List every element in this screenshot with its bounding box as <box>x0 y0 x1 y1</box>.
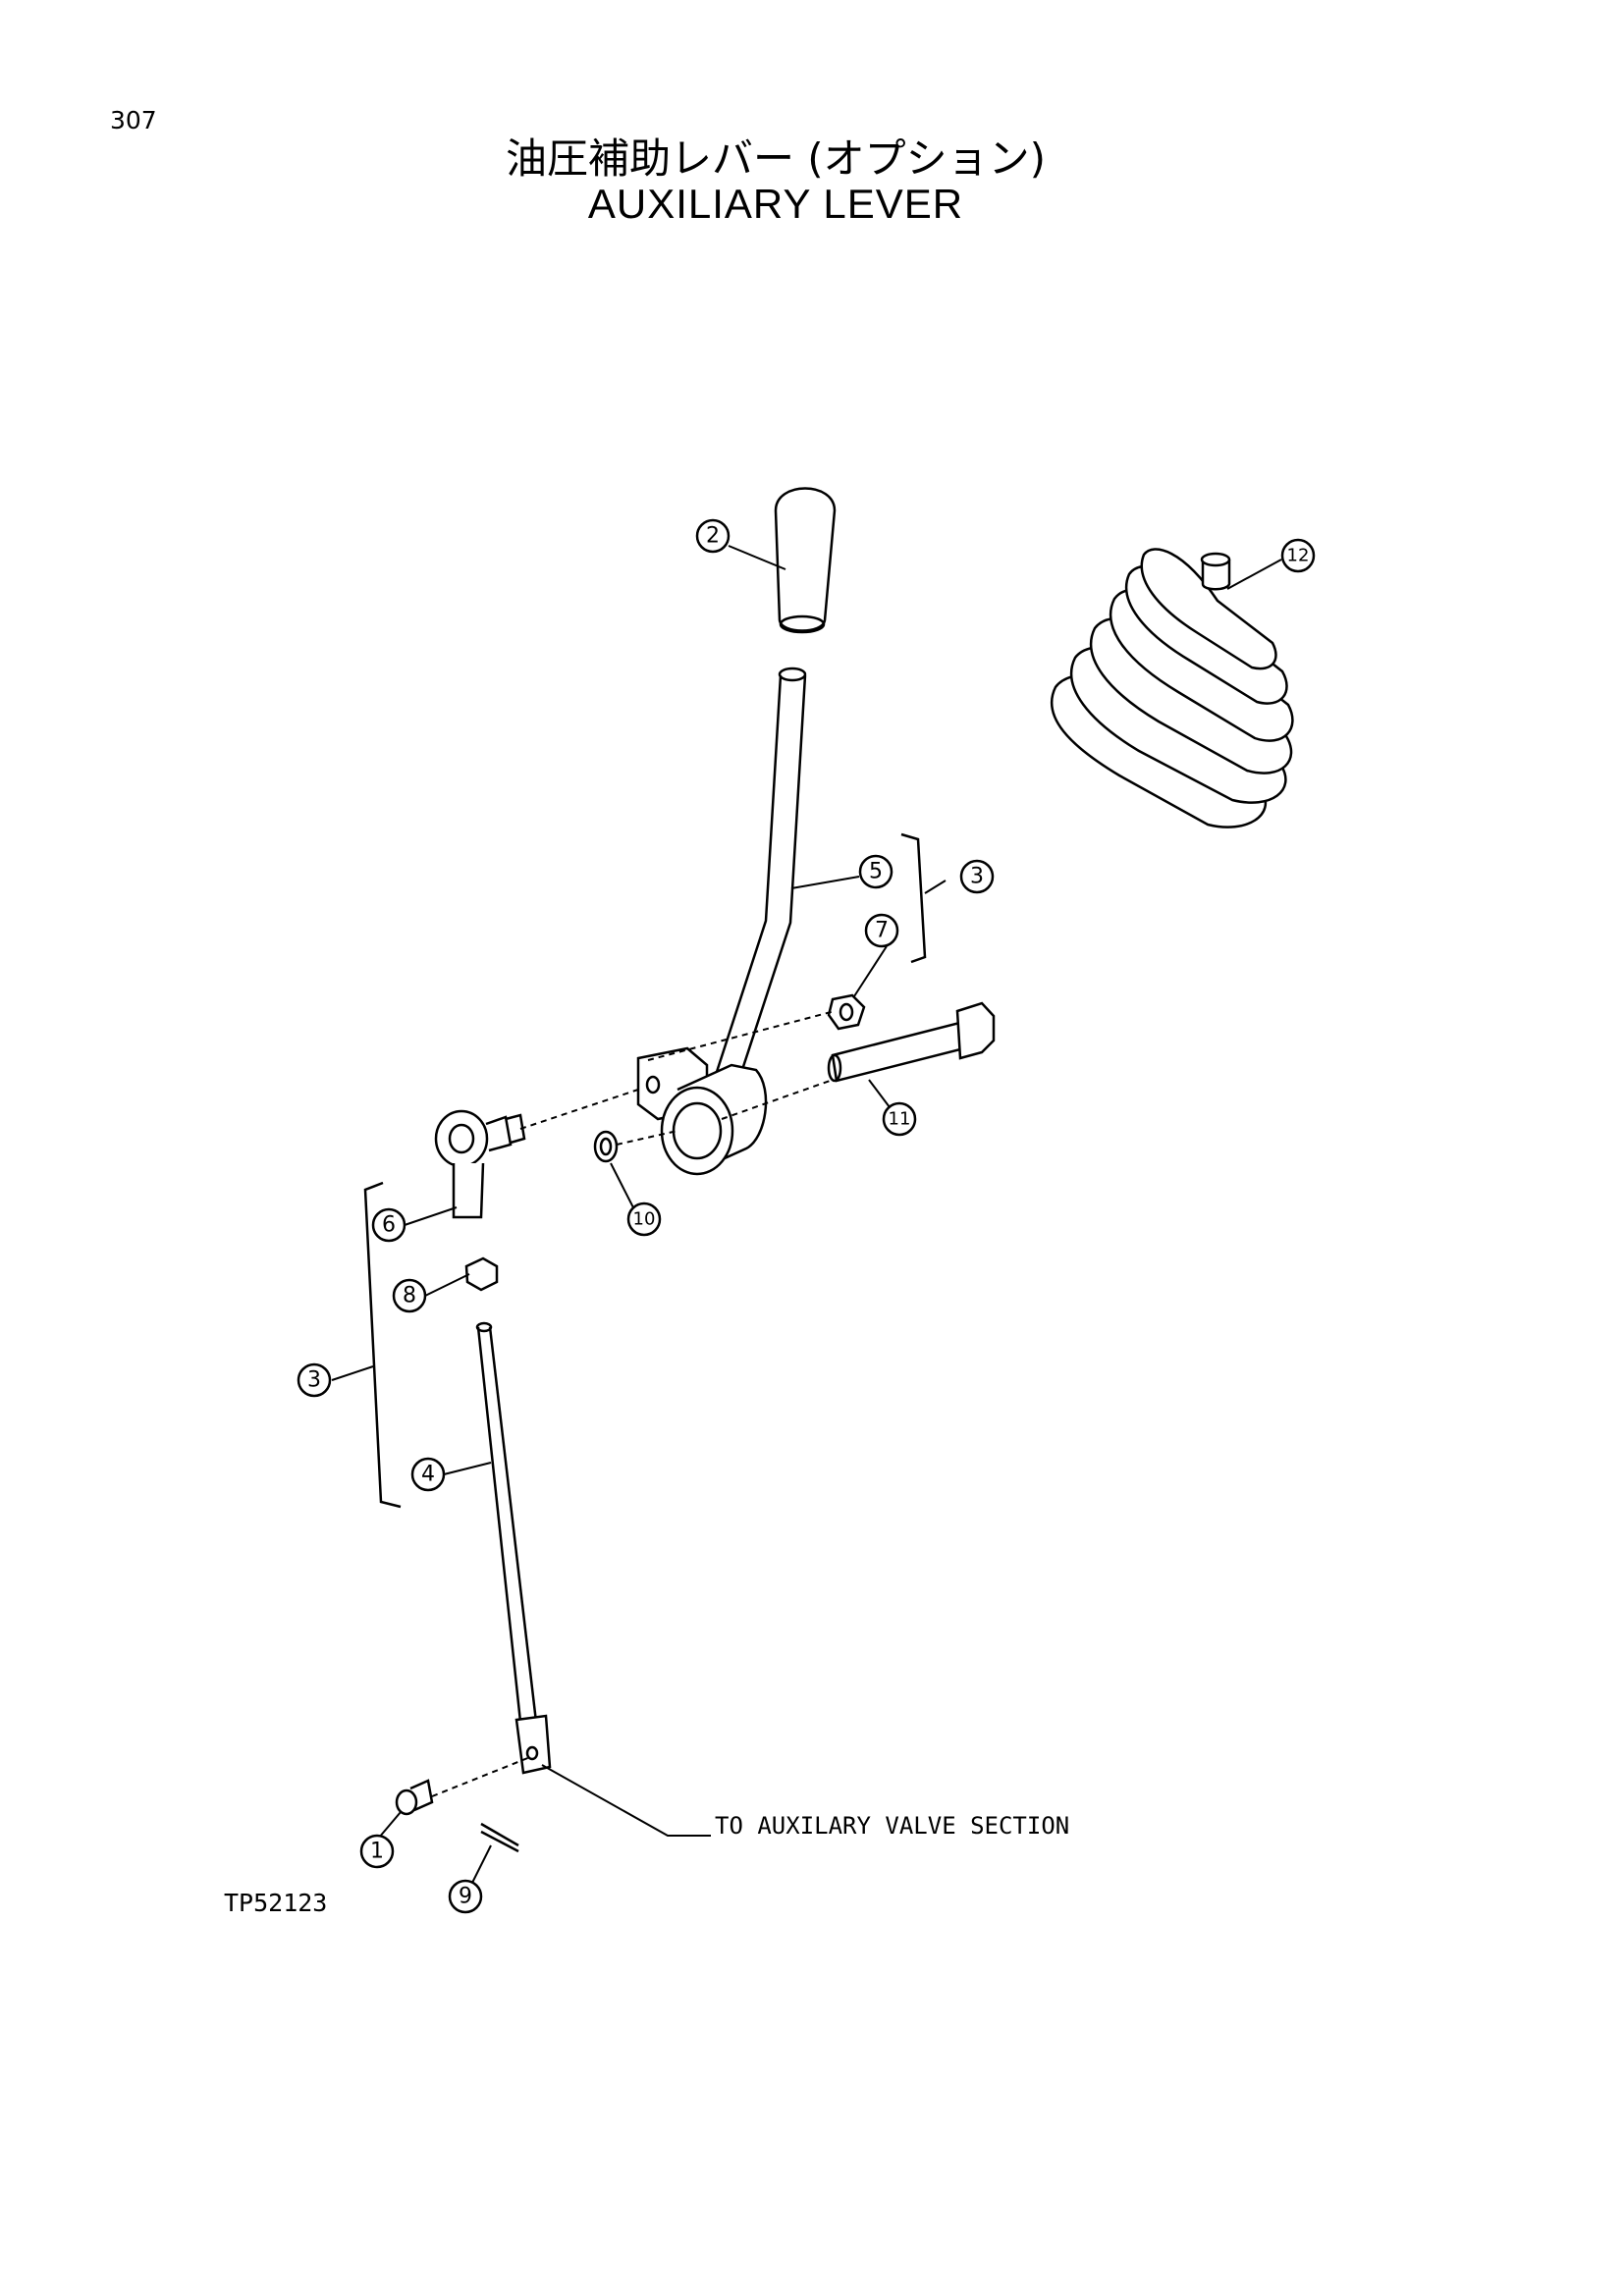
callout-circle-3-left <box>297 1362 332 1398</box>
callout-3-left: 3 <box>307 1368 321 1393</box>
connection-note: TO AUXILARY VALVE SECTION <box>715 1812 1070 1840</box>
bracket-left <box>363 1181 402 1509</box>
callout-11: 11 <box>889 1109 911 1130</box>
lower-rod <box>475 1321 552 1775</box>
callout-3-right: 3 <box>970 865 984 889</box>
callout-circle-7 <box>864 913 899 948</box>
title-japanese: 油圧補助レバー (オプション) <box>505 134 1047 183</box>
title-english: AUXILIARY LEVER <box>587 181 964 227</box>
callout-circle-6 <box>371 1207 406 1243</box>
callout-circle-3-right <box>959 859 995 894</box>
washer <box>593 1130 619 1163</box>
callout-1: 1 <box>370 1840 384 1864</box>
callout-circle-10 <box>626 1201 662 1237</box>
callout-circle-8 <box>392 1278 427 1313</box>
page-number: 307 <box>110 106 157 134</box>
callout-7: 7 <box>875 919 889 943</box>
nut-lower <box>464 1256 499 1292</box>
lever-rod <box>713 667 807 1083</box>
bracket-right <box>900 832 927 964</box>
callout-5: 5 <box>869 860 883 884</box>
callout-10: 10 <box>633 1209 656 1230</box>
nut-upper <box>827 993 866 1031</box>
clevis-pin <box>395 1779 434 1816</box>
rod-end <box>434 1109 526 1219</box>
cotter-pin <box>480 1822 519 1853</box>
callout-2: 2 <box>706 524 720 549</box>
callout-circle-5 <box>858 854 893 889</box>
callout-8: 8 <box>403 1284 416 1308</box>
callout-circle-9 <box>448 1879 483 1914</box>
callout-9: 9 <box>459 1885 472 1909</box>
callout-circle-1 <box>359 1834 395 1869</box>
drawing-code: TP52123 <box>224 1889 328 1917</box>
callout-12: 12 <box>1287 546 1310 566</box>
bolt <box>827 1001 996 1083</box>
callout-4: 4 <box>421 1463 435 1487</box>
rubber-boot <box>1050 548 1294 828</box>
callout-circle-4 <box>410 1457 446 1492</box>
callout-circle-2 <box>695 518 731 554</box>
callout-circle-12 <box>1280 538 1316 573</box>
callout-6: 6 <box>382 1213 396 1238</box>
callout-circle-11 <box>882 1101 917 1137</box>
lever-grip <box>774 487 837 634</box>
